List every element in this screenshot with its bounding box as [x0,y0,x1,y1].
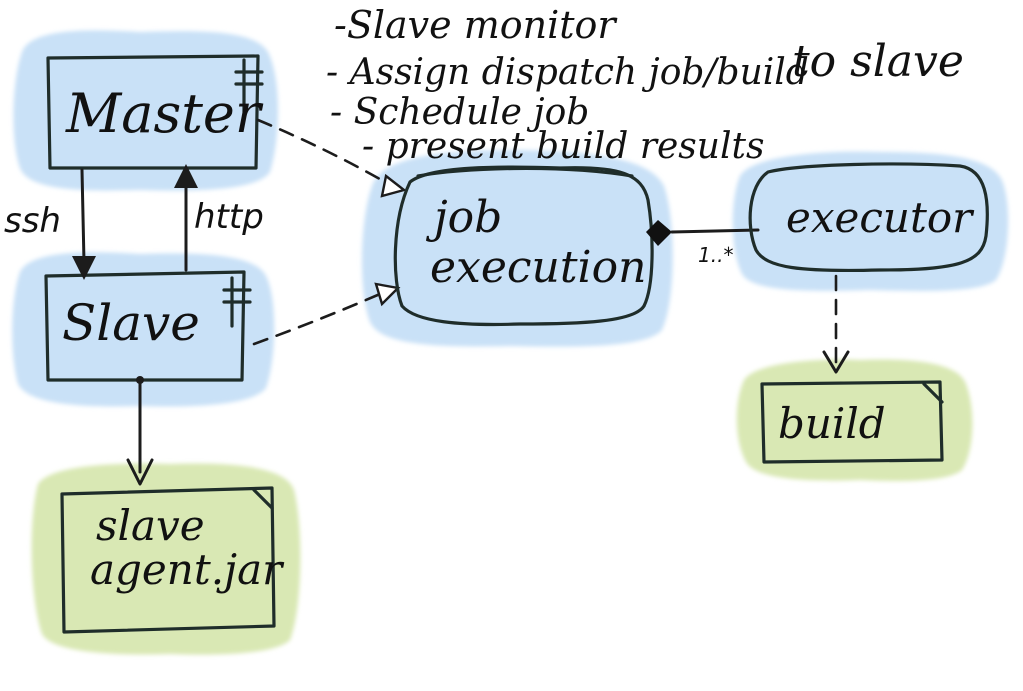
executor-label: executor [786,193,975,242]
ssh-label: ssh [4,201,61,241]
slave-blob [12,252,275,407]
http-label: http [194,197,264,237]
master-component: Master [46,54,264,170]
note-line-2: - Assign dispatch job/build [326,52,809,93]
component-icon [234,58,264,114]
job-execution-blob [361,150,673,347]
master-realization-link [256,118,407,198]
job-execution-node: job execution [393,165,654,327]
executor-node: executor [748,162,989,273]
artifact-fold-icon [922,382,944,404]
executor-build-link [822,274,850,374]
slave-agent-connector [126,376,154,486]
executor-blob [732,151,1009,291]
slave-agent-label-line1: slave [96,501,205,550]
slave-agent-blob [31,463,301,655]
build-blob [736,359,973,481]
master-label: Master [65,82,264,145]
slave-realization-link [252,282,401,346]
job-execution-label-line2: execution [430,242,646,293]
http-connector: http [174,164,264,272]
slave-component: Slave [44,270,252,382]
composition-link: 1..* [646,220,760,267]
component-icon [222,276,252,328]
ssh-connector: ssh [4,168,96,280]
slave-label: Slave [62,294,200,352]
composition-diamond-icon [646,220,672,246]
artifact-fold-icon [252,488,274,510]
note-line-2-tail: to slave [792,36,964,87]
slave-agent-artifact: slave agent.jar [60,486,285,634]
responsibility-notes: -Slave monitor - Assign dispatch job/bui… [326,3,964,167]
note-line-1: -Slave monitor [334,3,618,47]
master-blob [13,30,278,191]
multiplicity-label: 1..* [698,243,733,267]
build-artifact: build [760,380,944,464]
note-line-4: - present build results [362,126,764,167]
slave-agent-label-line2: agent.jar [90,545,285,594]
build-label: build [778,399,886,448]
note-line-3: - Schedule job [330,92,589,133]
job-execution-label-line1: job [425,192,502,243]
